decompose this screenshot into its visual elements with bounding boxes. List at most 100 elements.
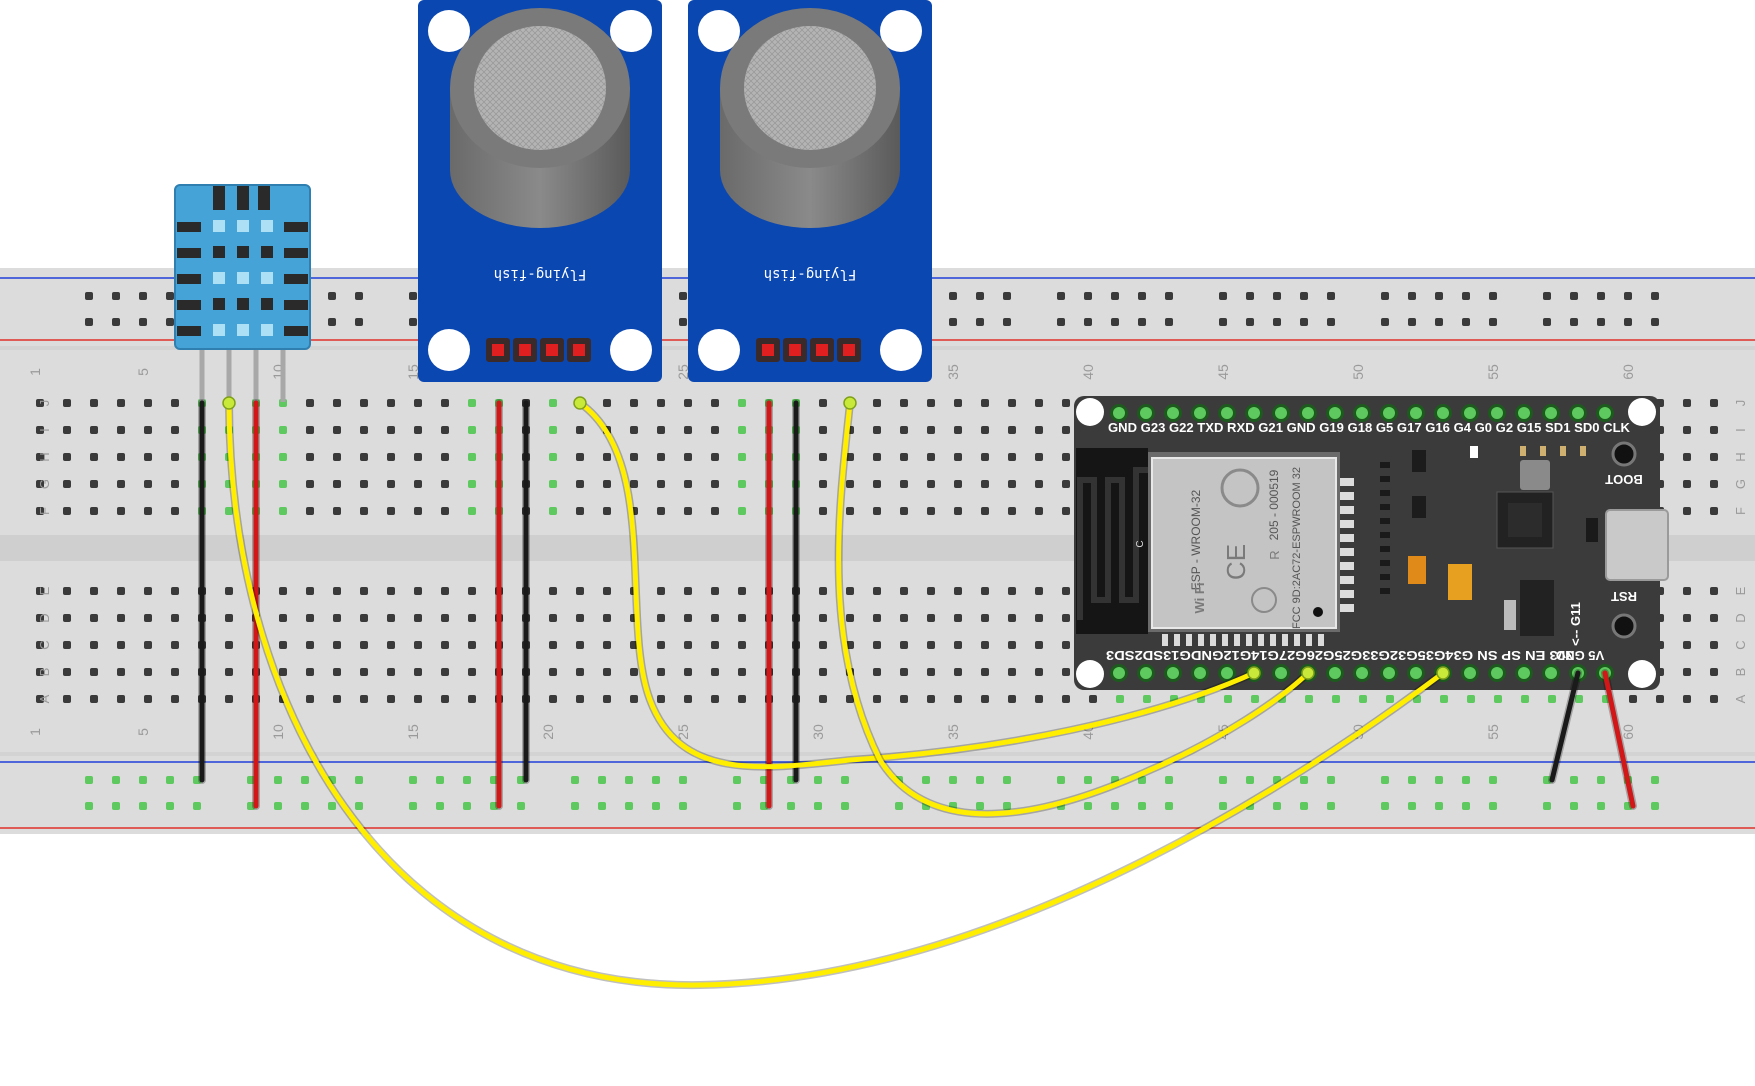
breadboard-hole[interactable] [387, 668, 395, 676]
breadboard-hole[interactable] [711, 507, 719, 515]
breadboard-hole[interactable] [468, 614, 476, 622]
breadboard-hole[interactable] [36, 399, 44, 407]
rail-hole[interactable] [1543, 292, 1551, 300]
breadboard-hole[interactable] [144, 668, 152, 676]
breadboard-hole[interactable] [306, 426, 314, 434]
breadboard-hole[interactable] [1575, 695, 1583, 703]
breadboard-hole[interactable] [333, 399, 341, 407]
rail-hole[interactable] [679, 318, 687, 326]
breadboard-hole[interactable] [684, 480, 692, 488]
rail-hole[interactable] [949, 776, 957, 784]
rail-hole[interactable] [1084, 318, 1092, 326]
breadboard-hole[interactable] [1062, 426, 1070, 434]
breadboard-hole[interactable] [468, 507, 476, 515]
breadboard-hole[interactable] [1683, 641, 1691, 649]
breadboard-hole[interactable] [603, 587, 611, 595]
breadboard-hole[interactable] [414, 587, 422, 595]
rail-hole[interactable] [1138, 318, 1146, 326]
rail-hole[interactable] [1300, 318, 1308, 326]
breadboard-hole[interactable] [1710, 453, 1718, 461]
breadboard-hole[interactable] [90, 668, 98, 676]
breadboard-hole[interactable] [1683, 453, 1691, 461]
breadboard-hole[interactable] [63, 507, 71, 515]
breadboard-hole[interactable] [360, 587, 368, 595]
breadboard-hole[interactable] [171, 695, 179, 703]
rail-hole[interactable] [1408, 318, 1416, 326]
breadboard-hole[interactable] [1035, 507, 1043, 515]
breadboard-hole[interactable] [306, 480, 314, 488]
breadboard-hole[interactable] [1710, 695, 1718, 703]
rail-hole[interactable] [679, 802, 687, 810]
breadboard-hole[interactable] [1062, 695, 1070, 703]
breadboard-hole[interactable] [738, 480, 746, 488]
rail-hole[interactable] [409, 292, 417, 300]
breadboard-hole[interactable] [441, 668, 449, 676]
rail-hole[interactable] [112, 292, 120, 300]
breadboard-hole[interactable] [711, 668, 719, 676]
breadboard-hole[interactable] [684, 668, 692, 676]
breadboard-hole[interactable] [333, 668, 341, 676]
rail-hole[interactable] [1597, 318, 1605, 326]
breadboard-hole[interactable] [1008, 480, 1016, 488]
breadboard-hole[interactable] [549, 507, 557, 515]
breadboard-hole[interactable] [927, 614, 935, 622]
breadboard-hole[interactable] [1656, 695, 1664, 703]
rail-hole[interactable] [1381, 802, 1389, 810]
breadboard-hole[interactable] [738, 399, 746, 407]
rail-hole[interactable] [760, 802, 768, 810]
breadboard-hole[interactable] [1035, 453, 1043, 461]
breadboard-hole[interactable] [171, 587, 179, 595]
breadboard-hole[interactable] [684, 399, 692, 407]
breadboard-hole[interactable] [927, 426, 935, 434]
breadboard-hole[interactable] [576, 426, 584, 434]
breadboard-hole[interactable] [468, 641, 476, 649]
rail-hole[interactable] [1489, 292, 1497, 300]
breadboard-hole[interactable] [1710, 426, 1718, 434]
breadboard-hole[interactable] [657, 587, 665, 595]
rail-hole[interactable] [1165, 776, 1173, 784]
breadboard-hole[interactable] [1062, 668, 1070, 676]
breadboard-hole[interactable] [576, 587, 584, 595]
rail-hole[interactable] [1165, 318, 1173, 326]
breadboard-hole[interactable] [1008, 587, 1016, 595]
breadboard-hole[interactable] [441, 614, 449, 622]
rail-hole[interactable] [1435, 318, 1443, 326]
breadboard-hole[interactable] [819, 426, 827, 434]
rail-hole[interactable] [1003, 292, 1011, 300]
boot-button[interactable] [1611, 441, 1637, 467]
rail-hole[interactable] [1165, 802, 1173, 810]
breadboard-hole[interactable] [738, 641, 746, 649]
breadboard-hole[interactable] [1089, 695, 1097, 703]
rail-hole[interactable] [598, 776, 606, 784]
rail-hole[interactable] [85, 776, 93, 784]
breadboard-hole[interactable] [873, 668, 881, 676]
breadboard-hole[interactable] [954, 695, 962, 703]
breadboard-hole[interactable] [738, 695, 746, 703]
breadboard-hole[interactable] [333, 587, 341, 595]
breadboard-hole[interactable] [360, 695, 368, 703]
breadboard-hole[interactable] [711, 453, 719, 461]
breadboard-hole[interactable] [1683, 399, 1691, 407]
rail-hole[interactable] [841, 802, 849, 810]
breadboard-hole[interactable] [846, 480, 854, 488]
breadboard-hole[interactable] [279, 641, 287, 649]
rail-hole[interactable] [625, 776, 633, 784]
breadboard-hole[interactable] [1143, 695, 1151, 703]
rail-hole[interactable] [1111, 318, 1119, 326]
breadboard-hole[interactable] [1710, 641, 1718, 649]
rail-hole[interactable] [895, 802, 903, 810]
breadboard-hole[interactable] [1683, 426, 1691, 434]
rail-hole[interactable] [1057, 776, 1065, 784]
rail-hole[interactable] [1570, 802, 1578, 810]
breadboard-hole[interactable] [144, 453, 152, 461]
breadboard-hole[interactable] [981, 426, 989, 434]
breadboard-hole[interactable] [144, 641, 152, 649]
rail-hole[interactable] [247, 802, 255, 810]
breadboard-hole[interactable] [360, 426, 368, 434]
breadboard-hole[interactable] [846, 453, 854, 461]
breadboard-hole[interactable] [171, 480, 179, 488]
breadboard-hole[interactable] [387, 399, 395, 407]
breadboard-hole[interactable] [657, 480, 665, 488]
breadboard-hole[interactable] [63, 453, 71, 461]
breadboard-hole[interactable] [846, 587, 854, 595]
